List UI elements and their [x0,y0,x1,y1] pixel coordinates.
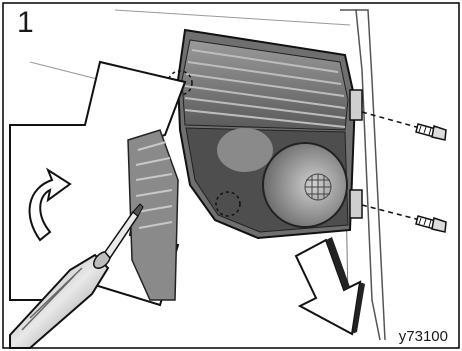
figure-code: y73100 [399,328,448,345]
tail-lamp-assembly [178,30,362,238]
upper-bracket [350,90,362,120]
step-number: 1 [17,6,34,40]
reflector [217,128,273,172]
lower-bracket [350,190,362,218]
bulb-mesh [305,174,331,200]
